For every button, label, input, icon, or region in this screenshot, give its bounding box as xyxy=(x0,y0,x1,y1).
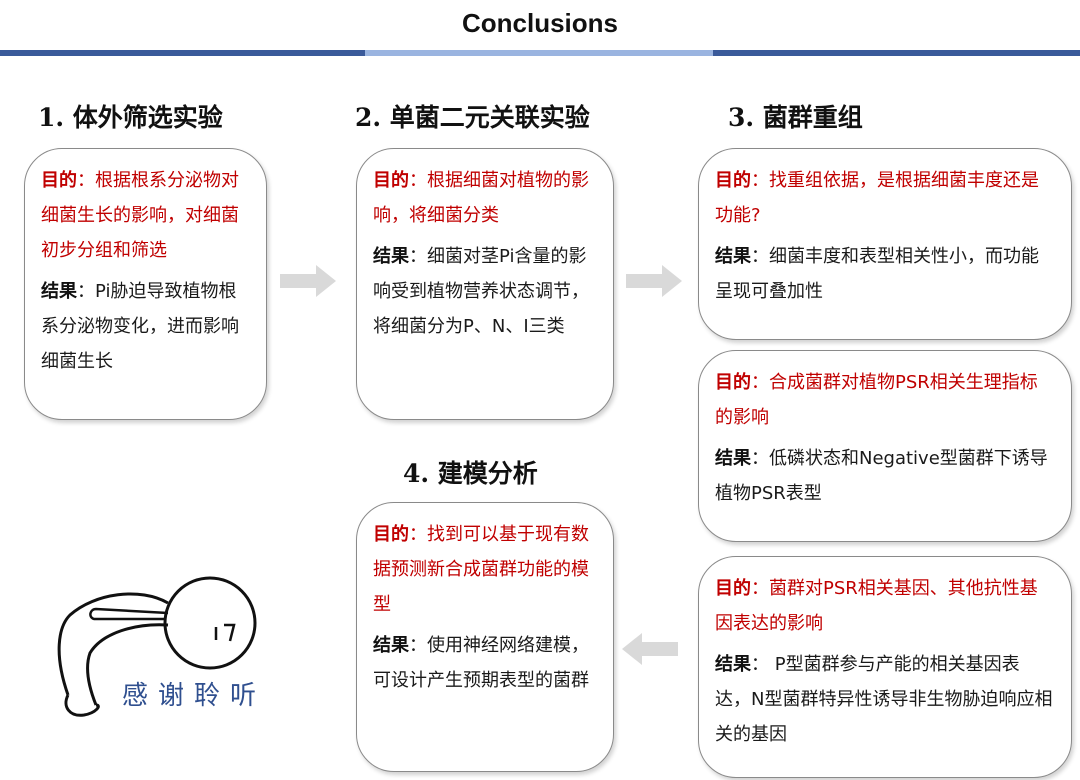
result-text: ：细菌丰度和表型相关性小，而功能呈现可叠加性 xyxy=(715,246,1039,302)
result-text: ： P型菌群参与产能的相关基因表达，N型菌群特异性诱导非生物胁迫响应相关的基因 xyxy=(715,654,1052,745)
goal-label: 目的 xyxy=(715,372,751,393)
goal-label: 目的 xyxy=(715,170,751,191)
goal-label: 目的 xyxy=(373,170,409,191)
section-4-card: 目的：找到可以基于现有数据预测新合成菌群功能的模型 结果：使用神经网络建模，可设… xyxy=(356,502,614,772)
section-3-card-1: 目的：找重组依据，是根据细菌丰度还是功能? 结果：细菌丰度和表型相关性小，而功能… xyxy=(698,148,1072,340)
section-2-heading: 2. 单菌二元关联实验 xyxy=(355,98,590,134)
thanks-text: 感谢聆听 xyxy=(122,675,266,712)
section-2-card: 目的：根据细菌对植物的影响，将细菌分类 结果：细菌对茎Pi含量的影响受到植物营养… xyxy=(356,148,614,420)
section-3-card-3: 目的：菌群对PSR相关基因、其他抗性基因表达的影响 结果： P型菌群参与产能的相… xyxy=(698,556,1072,778)
page-title: Conclusions xyxy=(0,8,1080,39)
right-arrow-icon xyxy=(626,265,684,297)
section-1-card: 目的：根据根系分泌物对细菌生长的影响，对细菌初步分组和筛选 结果：Pi胁迫导致植… xyxy=(24,148,267,420)
right-arrow-icon xyxy=(280,265,338,297)
goal-text: ：合成菌群对植物PSR相关生理指标的影响 xyxy=(715,372,1038,428)
goal-label: 目的 xyxy=(715,578,751,599)
result-label: 结果 xyxy=(373,635,409,656)
left-arrow-icon xyxy=(622,633,680,665)
header-bar-highlight xyxy=(365,50,713,56)
result-label: 结果 xyxy=(41,281,77,302)
goal-label: 目的 xyxy=(373,524,409,545)
section-3-heading: 3. 菌群重组 xyxy=(728,98,863,134)
goal-text: ：菌群对PSR相关基因、其他抗性基因表达的影响 xyxy=(715,578,1038,634)
section-3-card-2: 目的：合成菌群对植物PSR相关生理指标的影响 结果：低磷状态和Negative型… xyxy=(698,350,1072,542)
goal-text: ：找重组依据，是根据细菌丰度还是功能? xyxy=(715,170,1039,226)
section-4-heading: 4. 建模分析 xyxy=(403,454,538,490)
result-label: 结果 xyxy=(715,448,751,469)
result-label: 结果 xyxy=(715,654,751,675)
result-label: 结果 xyxy=(715,246,751,267)
goal-label: 目的 xyxy=(41,170,77,191)
result-text: ：低磷状态和Negative型菌群下诱导植物PSR表型 xyxy=(715,448,1048,504)
section-1-heading: 1. 体外筛选实验 xyxy=(38,98,223,134)
result-label: 结果 xyxy=(373,246,409,267)
